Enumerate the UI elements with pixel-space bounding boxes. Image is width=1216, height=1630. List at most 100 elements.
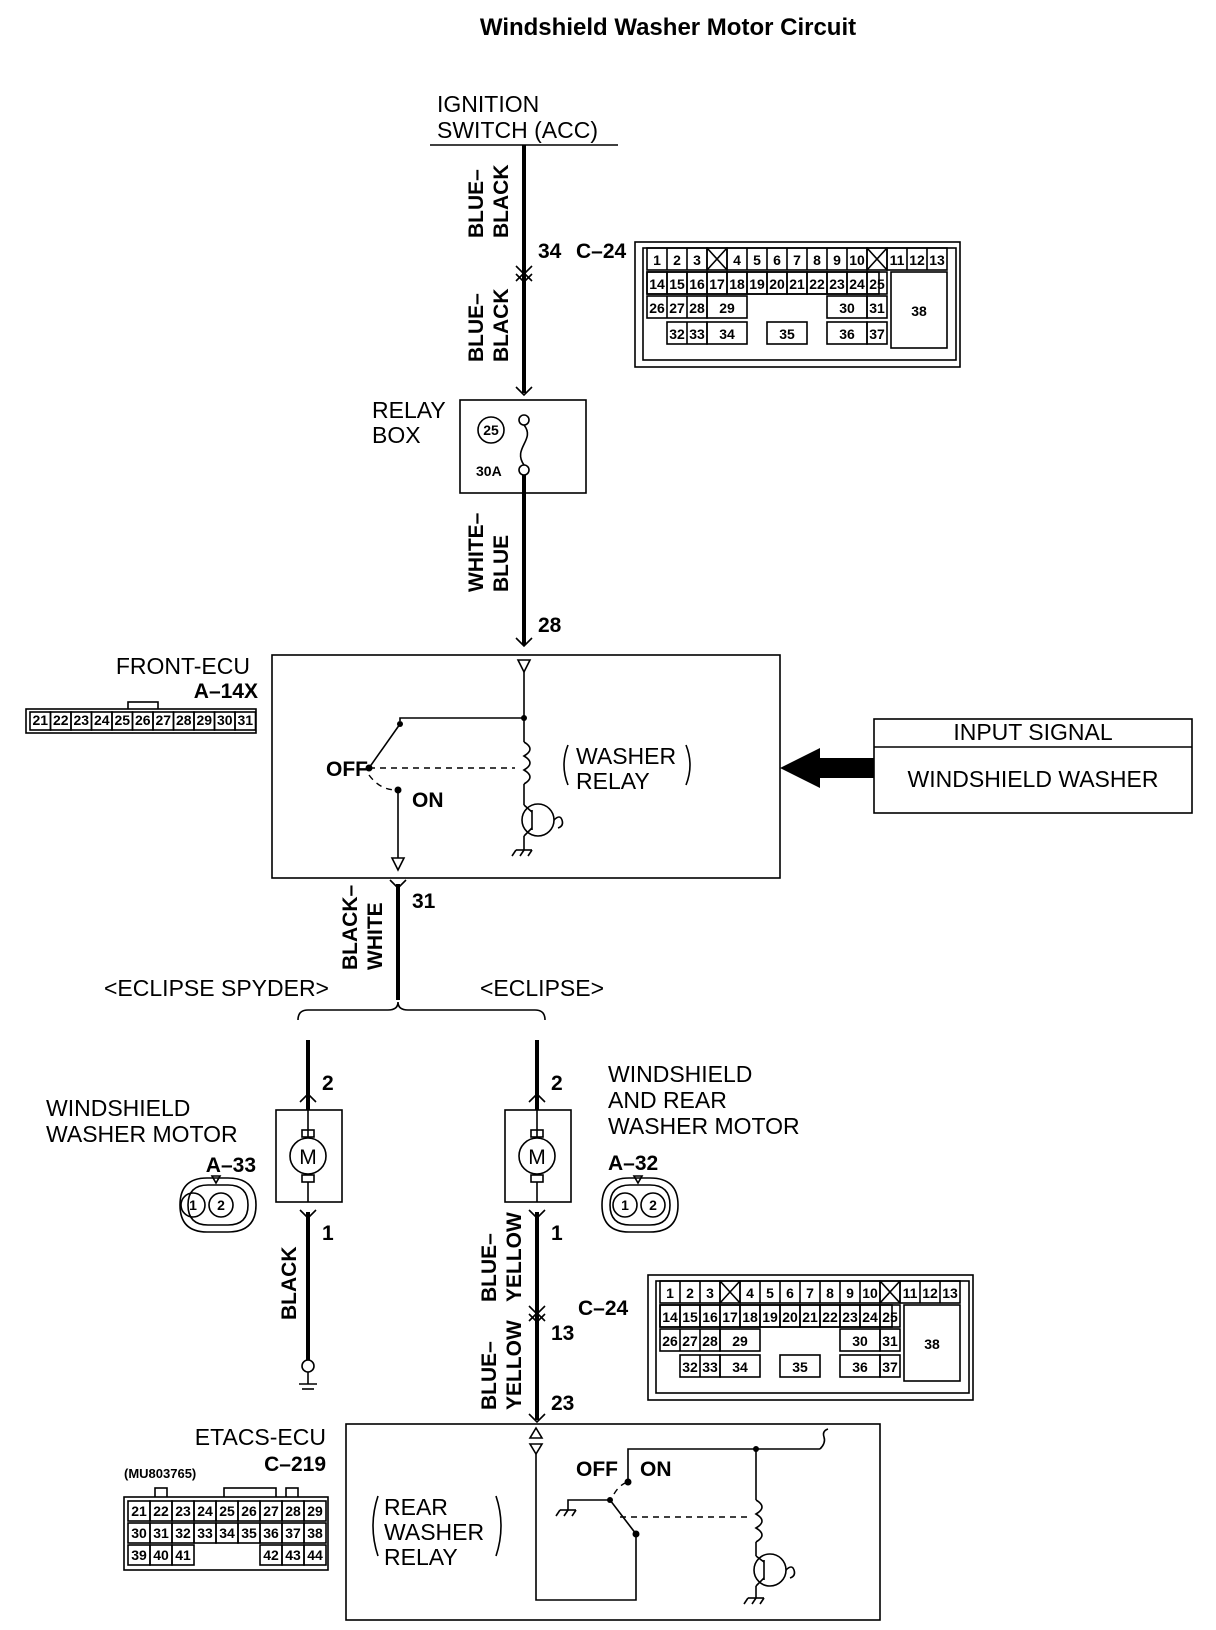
c24b-1: 1 — [666, 1285, 674, 1301]
etacs-pin-26: 26 — [241, 1503, 257, 1519]
relay-box: RELAY BOX 25 30A — [372, 386, 587, 494]
c24t-2: 2 — [673, 252, 681, 268]
pin-label-13: 13 — [551, 1322, 574, 1345]
c24t-21: 21 — [789, 276, 805, 292]
etacs-pin-23: 23 — [175, 1503, 191, 1519]
spyder-conn-pin-1: 1 — [189, 1197, 197, 1213]
spyder-motor-label-1: WINDSHIELD — [46, 1095, 190, 1121]
wire-label-blue-yellow-2a: BLUE– — [478, 1341, 501, 1410]
etacs-pin-41: 41 — [175, 1547, 191, 1563]
c24b-35: 35 — [792, 1359, 808, 1375]
c24b-17: 17 — [722, 1309, 738, 1325]
c24t-32: 32 — [669, 326, 685, 342]
etacs-pin-39: 39 — [131, 1547, 147, 1563]
etacs-pin-32: 32 — [175, 1525, 191, 1541]
c24b-11: 11 — [903, 1285, 918, 1301]
c24b-22: 22 — [822, 1309, 838, 1325]
c24t-13: 13 — [929, 252, 945, 268]
wire-label-blue-black-1b: BLACK — [490, 165, 513, 239]
c24t-35: 35 — [779, 326, 795, 342]
c24t-37: 37 — [869, 326, 885, 342]
fuse-amperage: 30A — [476, 463, 502, 479]
eclipse-pin-2: 2 — [551, 1072, 563, 1095]
etacs-name: ETACS-ECU — [195, 1424, 326, 1450]
etacs-pin-27: 27 — [263, 1503, 279, 1519]
front-ecu-pin-30: 30 — [217, 712, 233, 728]
c24b-16: 16 — [702, 1309, 718, 1325]
etacs-pin-37: 37 — [285, 1525, 301, 1541]
c24t-14: 14 — [649, 276, 665, 292]
front-ecu-name: FRONT-ECU — [116, 653, 250, 679]
c24b-3: 3 — [706, 1285, 714, 1301]
c24b-30: 30 — [852, 1333, 868, 1349]
washer-relay-off: OFF — [326, 758, 368, 781]
c24t-17: 17 — [709, 276, 725, 292]
relay-box-label-2: BOX — [372, 422, 421, 448]
fuse-number: 25 — [483, 422, 499, 438]
c24b-13: 13 — [942, 1285, 958, 1301]
connector-label-c24-top: C–24 — [576, 240, 627, 263]
eclipse-motor-m: M — [528, 1146, 546, 1169]
pin-label-31: 31 — [412, 890, 436, 913]
etacs-pin-34: 34 — [219, 1525, 235, 1541]
rear-relay-label-3: RELAY — [384, 1544, 458, 1570]
rear-relay-off: OFF — [576, 1458, 618, 1481]
c24b-5: 5 — [766, 1285, 774, 1301]
c24b-38: 38 — [924, 1336, 940, 1352]
c24t-29: 29 — [719, 300, 735, 316]
front-ecu-pin-26: 26 — [135, 712, 151, 728]
pin-label-34: 34 — [538, 240, 562, 263]
c24t-27: 27 — [669, 300, 685, 316]
front-ecu-pin-27: 27 — [155, 712, 171, 728]
c24b-37: 37 — [882, 1359, 898, 1375]
etacs-pin-30: 30 — [131, 1525, 147, 1541]
c24b-26: 26 — [662, 1333, 678, 1349]
connector-label-c24-bottom: C–24 — [578, 1297, 629, 1320]
etacs-pin-24: 24 — [197, 1503, 213, 1519]
c24b-25: 25 — [882, 1309, 898, 1325]
c24t-9: 9 — [833, 252, 841, 268]
etacs-pin-40: 40 — [153, 1547, 169, 1563]
c24b-23: 23 — [842, 1309, 858, 1325]
spyder-motor-code: A–33 — [206, 1154, 256, 1177]
variant-label-eclipse: <ECLIPSE> — [480, 975, 604, 1001]
c24t-30: 30 — [839, 300, 855, 316]
front-ecu-pin-21: 21 — [32, 712, 48, 728]
washer-relay-label-1: WASHER — [576, 743, 676, 769]
etacs-pin-21: 21 — [131, 1503, 147, 1519]
c24t-24: 24 — [849, 276, 865, 292]
variant-label-spyder: <ECLIPSE SPYDER> — [104, 975, 329, 1001]
wire-label-blue-black-2a: BLUE– — [465, 293, 488, 362]
c24b-32: 32 — [682, 1359, 698, 1375]
etacs-part: (MU803765) — [124, 1466, 196, 1481]
c24t-5: 5 — [753, 252, 761, 268]
c24t-7: 7 — [793, 252, 801, 268]
spyder-motor-m: M — [299, 1146, 317, 1169]
connector-c24-junction — [515, 265, 533, 284]
input-signal-header: INPUT SIGNAL — [953, 719, 1113, 745]
input-signal: INPUT SIGNAL WINDSHIELD WASHER — [780, 718, 1193, 814]
c24b-27: 27 — [682, 1333, 698, 1349]
c24t-3: 3 — [693, 252, 701, 268]
front-ecu-pin-29: 29 — [196, 712, 212, 728]
ignition-switch: IGNITION SWITCH (ACC) — [430, 91, 618, 146]
etacs-pin-35: 35 — [241, 1525, 257, 1541]
c24b-12: 12 — [922, 1285, 938, 1301]
wire-label-blue-black-1a: BLUE– — [465, 169, 488, 238]
c24b-20: 20 — [782, 1309, 798, 1325]
etacs-pin-42: 42 — [263, 1547, 279, 1563]
c24t-6: 6 — [773, 252, 781, 268]
c24t-38: 38 — [911, 303, 927, 319]
c24b-19: 19 — [762, 1309, 778, 1325]
diagram-title: Windshield Washer Motor Circuit — [480, 14, 856, 41]
etacs-pin-33: 33 — [197, 1525, 213, 1541]
etacs-code: C–219 — [264, 1453, 326, 1476]
eclipse-motor-label-1: WINDSHIELD — [608, 1061, 752, 1087]
etacs-pin-29: 29 — [307, 1503, 323, 1519]
etacs-pin-38: 38 — [307, 1525, 323, 1541]
eclipse-motor-code: A–32 — [608, 1152, 658, 1175]
spyder-conn-pin-2: 2 — [217, 1197, 225, 1213]
